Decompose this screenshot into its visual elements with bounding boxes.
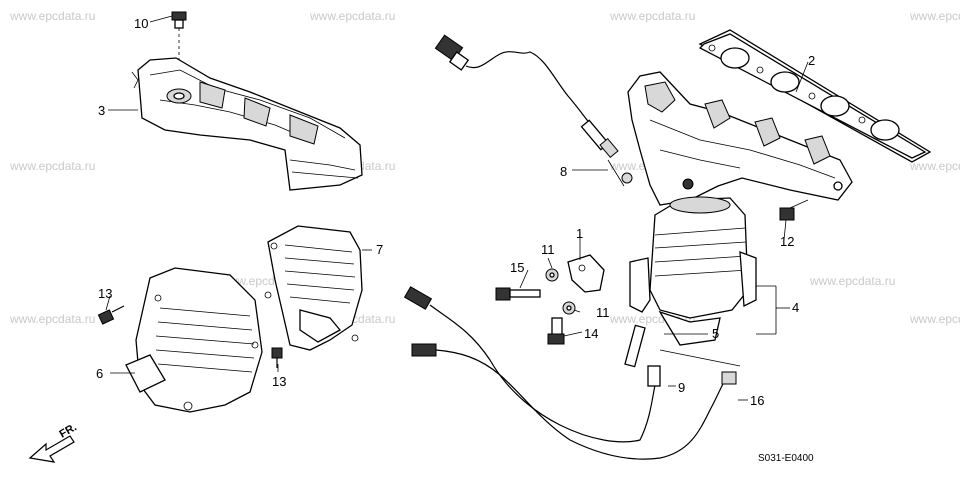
callout-11-upper: 11 (541, 242, 555, 257)
callout-13-left: 13 (98, 286, 112, 301)
callout-4: 4 (792, 300, 799, 315)
bolt-part-14 (547, 317, 565, 345)
callout-3: 3 (98, 103, 105, 118)
callout-1: 1 (576, 226, 583, 241)
callout-9: 9 (678, 380, 685, 395)
front-direction-arrow: FR. (28, 421, 79, 463)
watermark: www.epcdata.ru (309, 9, 395, 23)
leader-lines (105, 15, 809, 401)
callout-labels: 10 3 2 8 7 12 1 11 15 13 11 4 5 14 6 13 … (96, 16, 815, 408)
lower-oxygen-sensor-part-16 (411, 343, 737, 460)
upper-heat-shield-part-3 (131, 57, 363, 191)
callout-15: 15 (510, 260, 524, 275)
callout-11-lower: 11 (596, 305, 610, 320)
callout-7: 7 (376, 242, 383, 257)
bolt-part-10 (171, 11, 187, 70)
lower-heat-shield-part-7 (264, 225, 363, 351)
callout-12: 12 (780, 234, 794, 249)
upper-oxygen-sensor-part-8 (434, 34, 633, 184)
watermark: www.epcdata.ru (9, 159, 95, 173)
callout-5: 5 (712, 326, 719, 341)
diagram-code: S031-E0400 (758, 453, 814, 464)
callout-13-right: 13 (272, 374, 286, 389)
callout-8: 8 (560, 164, 567, 179)
bolt-part-13-right (271, 347, 283, 368)
callout-6: 6 (96, 366, 103, 381)
exhaust-manifold (627, 71, 853, 206)
watermark: www.epcdata.ru (909, 9, 960, 23)
callout-16: 16 (750, 393, 764, 408)
callout-2: 2 (808, 53, 815, 68)
washer-part-11-upper (545, 268, 559, 282)
watermark: www.epcdata.ru (809, 274, 895, 288)
bolt-part-15 (495, 287, 541, 301)
lower-oxygen-sensor-part-9 (403, 286, 661, 443)
watermark: www.epcdata.ru (9, 9, 95, 23)
catalytic-converter (629, 196, 757, 346)
watermark: www.epcdata.ru (9, 312, 95, 326)
callout-14: 14 (584, 326, 598, 341)
arrow-icon (28, 435, 75, 463)
watermark: www.epcdata.ru (909, 312, 960, 326)
nut-part-12 (779, 207, 795, 221)
bracket-part-1 (567, 254, 605, 293)
washer-part-11-lower (562, 301, 576, 315)
watermark: www.epcdata.ru (909, 159, 960, 173)
watermark: www.epcdata.ru (609, 9, 695, 23)
callout-10: 10 (134, 16, 148, 31)
gasket-part-2 (698, 29, 932, 163)
front-label: FR. (58, 421, 79, 440)
converter-cover-part-6 (125, 267, 263, 413)
bolt-part-13-left (97, 305, 125, 325)
